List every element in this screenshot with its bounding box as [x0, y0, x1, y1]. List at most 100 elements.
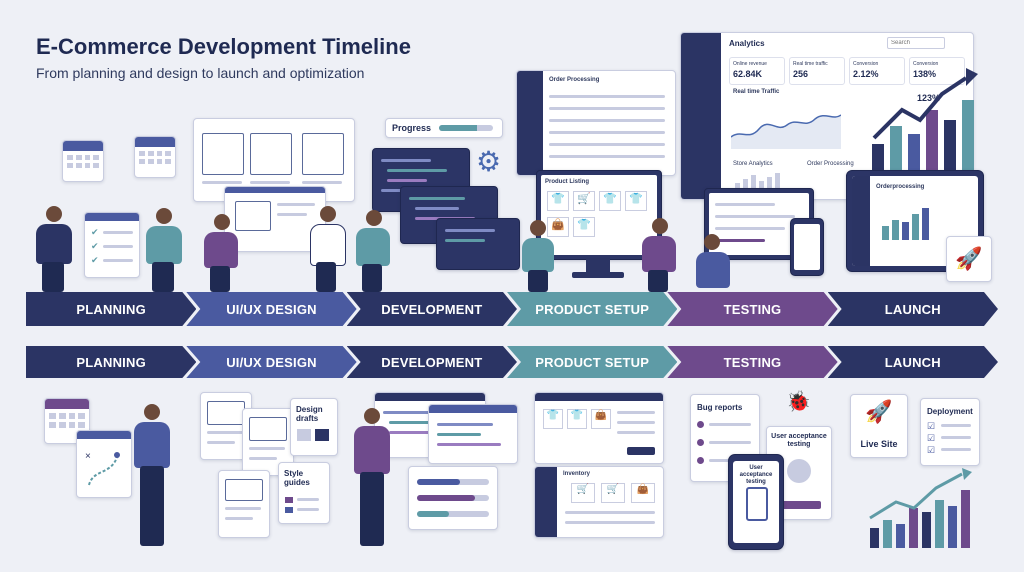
- rocket-icon: 🚀: [865, 399, 893, 424]
- phase-label: TESTING: [723, 301, 782, 317]
- phase-top-ui-ux-design: UI/UX DESIGN: [186, 292, 356, 326]
- bug-reports-label: Bug reports: [697, 403, 743, 412]
- phase-bottom-development: DEVELOPMENT: [347, 346, 517, 378]
- person-analyst: [146, 226, 182, 264]
- uat-title: User acceptance testing: [771, 433, 827, 448]
- person-strategist-legs: [140, 466, 164, 546]
- person-analyst-legs: [152, 262, 174, 292]
- build-progress-window: [408, 466, 498, 530]
- phase-label: PRODUCT SETUP: [535, 301, 650, 317]
- person-designer-head: [214, 214, 230, 230]
- analytics-title: Analytics: [729, 39, 765, 48]
- person-coder-legs: [360, 472, 384, 546]
- order-processing-title: Order Processing: [549, 77, 600, 83]
- phone-icon: [790, 218, 824, 276]
- phase-bottom-ui-ux-design: UI/UX DESIGN: [186, 346, 356, 378]
- person-merchant2-legs: [648, 270, 668, 292]
- wireframe-page: [242, 408, 294, 476]
- cart-icon: 🛒: [571, 483, 595, 503]
- product-admin-window: 👕 👕 👜: [534, 392, 664, 464]
- bag-icon: 👜: [547, 217, 569, 237]
- cart-icon: 🛒: [601, 483, 625, 503]
- inventory-label: Inventory: [563, 471, 591, 477]
- traffic-title: Real time Traffic: [733, 89, 780, 95]
- deployment-label: Deployment: [927, 407, 973, 416]
- phase-label: PRODUCT SETUP: [535, 354, 650, 370]
- wireframe-page: [218, 470, 270, 538]
- person-coder: [354, 426, 390, 474]
- person-merchant2-head: [652, 218, 668, 234]
- person-merchant-legs: [528, 270, 548, 292]
- order-processing-window: Order Processing: [516, 70, 676, 176]
- phase-label: PLANNING: [76, 301, 146, 317]
- person-strategist-head: [144, 404, 160, 420]
- monitor-base: [572, 272, 624, 278]
- launch-bars: [882, 208, 929, 240]
- check-icon: ✔: [91, 241, 99, 251]
- trend-arrow-icon: [869, 468, 972, 548]
- phase-top-product-setup: PRODUCT SETUP: [507, 292, 677, 326]
- progress-label: Progress: [392, 123, 432, 133]
- person-planner-head: [46, 206, 62, 222]
- person-tester: [696, 252, 730, 288]
- kpi-card: Conversion 2.12%: [849, 57, 905, 85]
- person-planner: [36, 224, 72, 264]
- phase-label: UI/UX DESIGN: [226, 301, 317, 317]
- person-planner-legs: [42, 262, 64, 292]
- order-processing-label: Order Processing: [807, 161, 854, 167]
- person-coder-head: [364, 408, 380, 424]
- kpi-card: Online revenue 62.84K: [729, 57, 785, 85]
- inventory-window: Inventory 🛒 🛒 👜: [534, 466, 664, 538]
- trend-arrow-icon: [872, 68, 978, 172]
- traffic-line-chart: [731, 114, 841, 149]
- bug-icon: 🐞: [786, 391, 811, 413]
- person-strategist: [134, 422, 170, 468]
- live-site-card: 🚀 Live Site: [850, 394, 908, 458]
- product-listing-label: Product Listing: [545, 179, 589, 185]
- person-designer2-head: [320, 206, 336, 222]
- progress-card: Progress: [385, 118, 503, 138]
- progress-bar: [439, 125, 494, 131]
- shirt-icon: 👕: [599, 191, 621, 211]
- code-window: [428, 404, 518, 464]
- phase-label: LAUNCH: [884, 301, 941, 317]
- check-icon: ☑: [927, 445, 936, 455]
- phone-icon: [746, 487, 768, 521]
- person-designer-legs: [210, 266, 230, 292]
- planning-checklist: ✔ ✔ ✔: [84, 212, 140, 278]
- calendar-icon: [134, 136, 176, 178]
- strategy-board: ×: [76, 430, 132, 498]
- shirt-icon: 👕: [547, 191, 569, 211]
- phase-label: LAUNCH: [884, 354, 941, 370]
- phase-top-development: DEVELOPMENT: [347, 292, 517, 326]
- phase-band-top: PLANNING UI/UX DESIGN DEVELOPMENT PRODUCT S…: [26, 292, 998, 326]
- person-developer: [356, 228, 390, 266]
- uat-phone-label: User acceptance testing: [739, 465, 773, 485]
- phase-bottom-product-setup: PRODUCT SETUP: [507, 346, 677, 378]
- shirt-icon: 👕: [543, 409, 563, 429]
- page-subtitle: From planning and design to launch and o…: [36, 65, 365, 81]
- shirt-icon: 👕: [625, 191, 647, 211]
- live-site-label: Live Site: [860, 439, 898, 449]
- phase-top-testing: TESTING: [667, 292, 837, 326]
- page-title: E-Commerce Development Timeline: [36, 34, 411, 59]
- kpi-card: Real time traffic 256: [789, 57, 845, 85]
- person-tester-head: [704, 234, 720, 250]
- cart-icon: 🛒: [573, 191, 595, 211]
- phase-bottom-testing: TESTING: [667, 346, 837, 378]
- analytics-search-input[interactable]: [887, 37, 945, 49]
- person-developer-legs: [362, 264, 382, 292]
- code-editor: [436, 218, 520, 270]
- deployment-card: Deployment ☑ ☑ ☑: [920, 398, 980, 466]
- uat-phone: User acceptance testing: [728, 454, 784, 550]
- person-analyst-head: [156, 208, 172, 224]
- style-guides-label: Style guides: [284, 469, 310, 487]
- strategy-path-icon: ×: [85, 451, 120, 486]
- check-icon: ☑: [927, 421, 936, 431]
- shirt-icon: 👕: [573, 217, 595, 237]
- phase-label: PLANNING: [76, 354, 146, 370]
- orders-processing-label: Orderprocessing: [876, 184, 925, 190]
- person-merchant: [522, 238, 554, 272]
- store-analytics-label: Store Analytics: [733, 161, 773, 167]
- person-designer: [204, 232, 238, 268]
